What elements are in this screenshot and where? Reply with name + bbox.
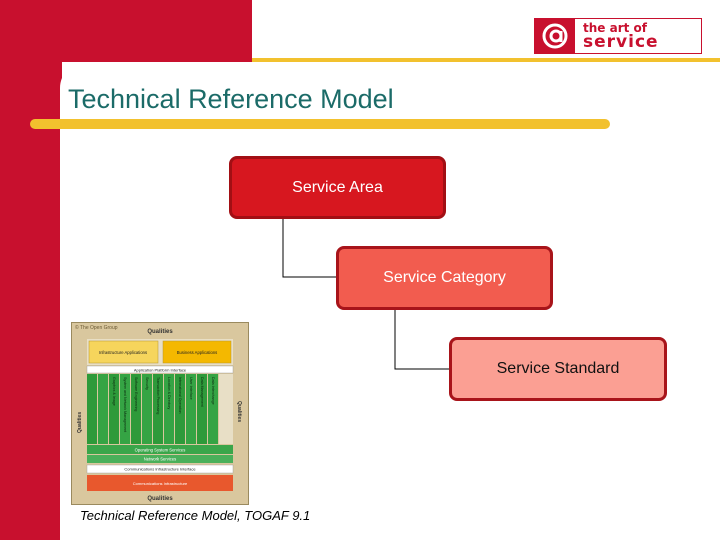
thumb-service-label: International Operation [178, 377, 182, 414]
title-underline [30, 119, 610, 129]
thumb-service-label: Graphics & Image [112, 377, 116, 406]
thumb-network-services: Network Services [144, 457, 177, 462]
thumb-service-label: User Interface [189, 377, 193, 400]
thumb-api-box [86, 365, 234, 374]
thumb-qualities-top: Qualities [147, 329, 173, 335]
page-title: Technical Reference Model [68, 84, 394, 114]
thumb-qualities-left: Qualities [77, 412, 83, 433]
service-standard-label: Service Standard [496, 360, 620, 377]
thumb-service-label: Transaction Processing [156, 377, 160, 414]
thumb-service-label: Data Interchange [211, 377, 215, 405]
art-of-service-logo: the art of service [534, 18, 702, 54]
thumb-qualities-bottom: Qualities [147, 496, 173, 502]
thumb-copyright: © The Open Group [75, 324, 118, 331]
thumb-service-label: Security [145, 377, 149, 390]
service-category-box: Service Category [336, 246, 553, 310]
thumb-cii-box [86, 464, 234, 474]
thumb-api: Application Platform Interface [134, 368, 187, 373]
thumb-service-columns [87, 374, 233, 444]
logo-swirl-icon [535, 19, 575, 53]
thumb-qualities-right: Qualities [236, 401, 242, 422]
thumb-service-label: Software Engineering [134, 377, 138, 411]
thumb-service-label: Location & Directory [167, 377, 171, 410]
template-red-sidebar [0, 0, 62, 540]
thumb-infrastructure-apps: Infrastructure Applications [99, 350, 147, 355]
service-area-box: Service Area [229, 156, 446, 219]
thumb-network-services-box [87, 455, 233, 463]
togaf-trm-thumbnail: © The Open Group Qualities Infrastructur… [71, 322, 249, 505]
thumb-os-services: Operating System Services [135, 448, 186, 453]
figure-caption: Technical Reference Model, TOGAF 9.1 [80, 508, 311, 523]
template-gold-line [252, 58, 720, 62]
thumb-cii: Communications Infrastructure Interface [124, 467, 196, 472]
thumb-service-label: System and Network Management [123, 377, 127, 432]
thumb-business-apps-box [162, 340, 232, 364]
thumb-service-label: Data Management [200, 377, 204, 407]
service-area-label: Service Area [292, 178, 383, 196]
thumb-comm-infra: Communications Infrastructure [133, 481, 188, 486]
thumb-business-apps: Business Applications [177, 350, 218, 355]
service-standard-box: Service Standard [449, 337, 667, 401]
connector-area-to-category [282, 219, 336, 278]
logo-line-1: the art of [583, 21, 647, 35]
thumb-infrastructure-apps-box [88, 340, 159, 364]
service-category-label: Service Category [383, 269, 506, 286]
connector-category-to-standard [394, 310, 449, 370]
logo-line-2: service [583, 32, 659, 52]
thumb-comm-infra-box [87, 475, 233, 491]
thumb-os-services-box [87, 445, 233, 454]
